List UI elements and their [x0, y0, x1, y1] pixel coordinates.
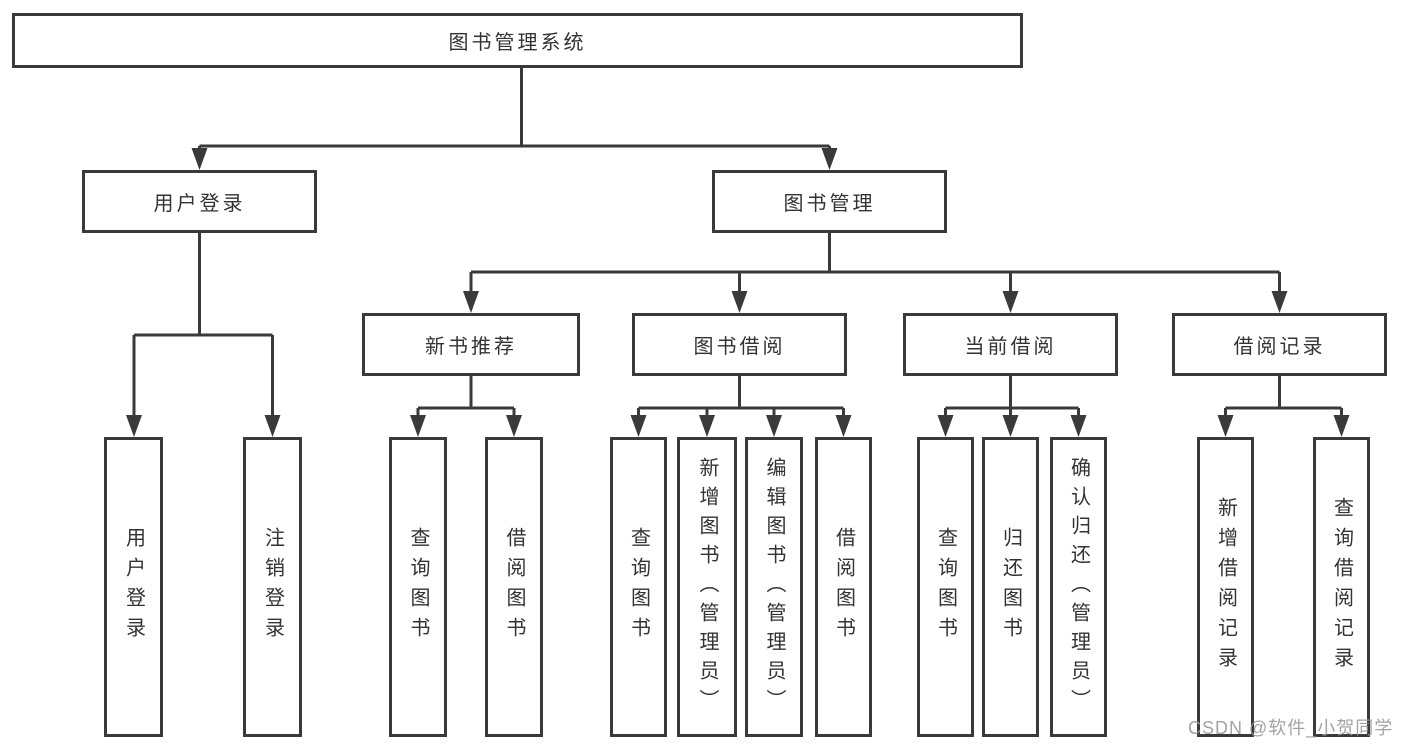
node-borrowing-records: 借阅记录 [1172, 313, 1387, 376]
arrow-down-icon [731, 291, 748, 313]
leaf-edit-books-admin: 编辑图书（管理员） [745, 437, 803, 737]
arrow-down-icon [1333, 415, 1350, 437]
leaf-return-books: 归还图书 [982, 437, 1039, 737]
arrow-down-icon [1002, 415, 1019, 437]
node-user-login: 用户登录 [82, 170, 317, 233]
arrow-down-icon [1070, 415, 1087, 437]
arrow-down-icon [835, 415, 852, 437]
node-new-book-recommendation: 新书推荐 [362, 313, 580, 376]
leaf-add-borrow-record: 新增借阅记录 [1197, 437, 1254, 737]
arrow-down-icon [191, 148, 208, 170]
arrow-down-icon [766, 415, 782, 437]
arrow-down-icon [410, 415, 426, 437]
arrow-down-icon [630, 415, 647, 437]
node-book-management: 图书管理 [712, 170, 947, 233]
arrow-down-icon [506, 415, 522, 437]
arrow-down-icon [1271, 291, 1288, 313]
node-library-management-system: 图书管理系统 [12, 13, 1023, 68]
arrow-down-icon [264, 415, 281, 437]
arrow-down-icon [1217, 415, 1234, 437]
arrow-down-icon [463, 291, 479, 313]
leaf-user-login: 用户登录 [104, 437, 163, 737]
arrow-down-icon [126, 415, 142, 437]
leaf-borrow-books: 借阅图书 [815, 437, 872, 737]
arrow-down-icon [1002, 291, 1019, 313]
arrow-down-icon [699, 415, 715, 437]
leaf-query-books-borrowing: 查询图书 [610, 437, 667, 737]
arrow-down-icon [937, 415, 954, 437]
leaf-query-books-current: 查询图书 [917, 437, 974, 737]
node-book-borrowing: 图书借阅 [632, 313, 847, 376]
leaf-logout-login: 注销登录 [243, 437, 302, 737]
node-current-borrowing: 当前借阅 [903, 313, 1118, 376]
watermark: CSDN @软件_小贺同学 [1188, 718, 1394, 738]
leaf-confirm-return-admin: 确认归还（管理员） [1050, 437, 1107, 737]
arrow-down-icon [821, 148, 838, 170]
leaf-query-borrow-record: 查询借阅记录 [1313, 437, 1370, 737]
leaf-add-books-admin: 新增图书（管理员） [677, 437, 737, 737]
leaf-query-books-recommend: 查询图书 [389, 437, 447, 737]
leaf-borrow-books-recommend: 借阅图书 [485, 437, 543, 737]
